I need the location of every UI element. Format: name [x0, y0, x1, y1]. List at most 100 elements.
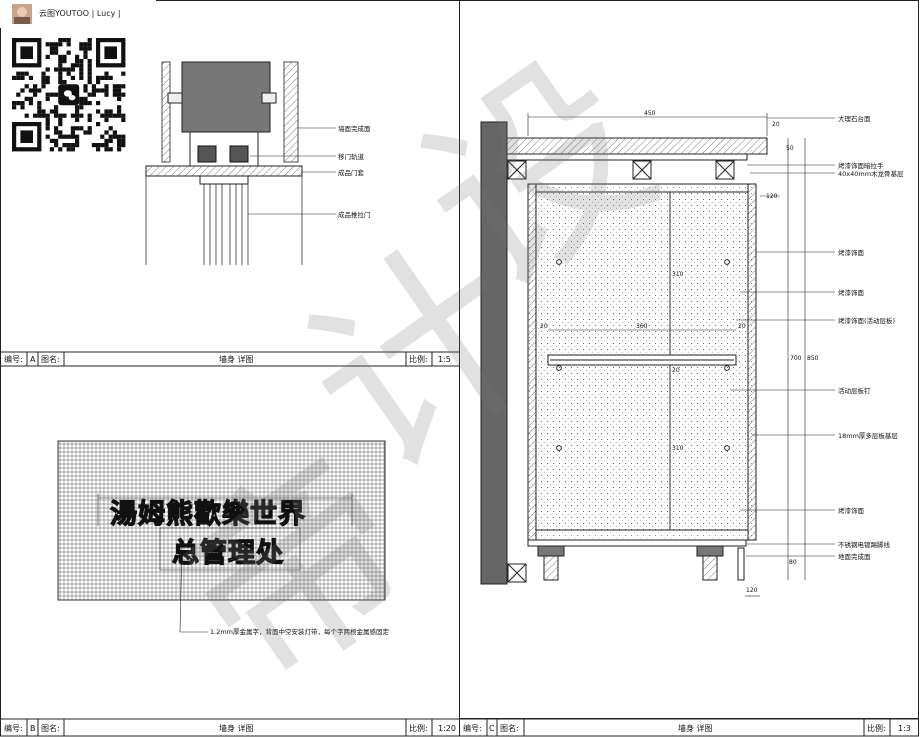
qr-module	[54, 46, 59, 51]
qr-module	[75, 59, 80, 64]
qr-module	[45, 96, 50, 101]
wechat-bubble-icon	[68, 94, 76, 101]
qr-module	[45, 80, 50, 85]
qr-module	[45, 113, 50, 118]
qr-module	[104, 117, 109, 122]
qr-module	[62, 80, 67, 85]
qr-module	[87, 101, 92, 106]
qr-module	[79, 67, 84, 72]
qr-module	[33, 88, 38, 93]
qr-module	[20, 105, 25, 110]
dim-top-width: 450	[644, 110, 656, 117]
qr-module	[104, 138, 109, 143]
qr-module	[58, 122, 63, 127]
qr-module	[91, 143, 96, 148]
label-paint-handle: 烤漆饰面暗拉手	[838, 161, 884, 170]
qr-module	[49, 42, 54, 47]
qr-module	[28, 75, 33, 80]
qr-module	[75, 63, 80, 68]
qr-module	[87, 42, 92, 47]
qr-finder	[20, 46, 33, 59]
qr-module	[54, 130, 59, 135]
label-wall-finish: 墙面完成面	[338, 124, 371, 133]
qr-module	[62, 54, 67, 59]
qr-module	[33, 92, 38, 97]
qr-module	[58, 75, 63, 80]
qr-module	[87, 67, 92, 72]
qr-module	[91, 84, 96, 89]
qr-module	[70, 63, 75, 68]
panel-a-scale-value: 1:5	[438, 355, 451, 364]
qr-module	[121, 134, 126, 139]
qr-module	[37, 101, 42, 106]
qr-module	[117, 147, 122, 152]
qr-module	[62, 143, 67, 148]
qr-module	[58, 117, 63, 122]
qr-module	[70, 113, 75, 118]
qr-module	[79, 63, 84, 68]
qr-module	[37, 88, 42, 93]
qr-module	[45, 42, 50, 47]
brand-avatar	[12, 4, 32, 24]
qr-module	[117, 92, 122, 97]
qr-module	[112, 88, 117, 93]
qr-module	[79, 75, 84, 80]
qr-module	[75, 109, 80, 114]
qr-module	[112, 113, 117, 118]
qr-module	[108, 113, 113, 118]
qr-module	[58, 42, 63, 47]
qr-module	[104, 147, 109, 152]
dim-top-20: 20	[772, 121, 780, 128]
qr-module	[41, 113, 46, 118]
qr-module	[87, 75, 92, 80]
qr-module	[54, 50, 59, 55]
dim-v-20: 20	[672, 367, 680, 374]
wechat-bubble-icon	[63, 90, 72, 97]
qr-module	[87, 46, 92, 51]
qr-module	[104, 130, 109, 135]
qr-module	[108, 109, 113, 114]
qr-module	[45, 134, 50, 139]
qr-module	[49, 46, 54, 51]
qr-module	[108, 147, 113, 152]
dim-20-left: 20	[540, 323, 548, 330]
label-floor: 地面完成面	[838, 552, 871, 561]
qr-module	[16, 101, 21, 106]
label-keel: 40x40mm木龙骨基层	[838, 169, 904, 178]
qr-module	[117, 143, 122, 148]
qr-module	[121, 143, 126, 148]
qr-module	[45, 54, 50, 59]
qr-module	[96, 75, 101, 80]
qr-module	[96, 80, 101, 85]
qr-module	[28, 88, 33, 93]
qr-module	[104, 113, 109, 118]
label-paint-3: 烤漆饰面	[838, 506, 865, 515]
dim-v-310-b: 310	[672, 445, 684, 452]
qr-module	[112, 130, 117, 135]
panel-a-name-label: 图名:	[41, 354, 60, 364]
qr-module	[12, 101, 17, 106]
panel-a-footer	[0, 351, 460, 367]
qr-code[interactable]	[10, 36, 130, 156]
label-paint-2: 烤漆饰面	[838, 288, 865, 297]
qr-module	[96, 147, 101, 152]
qr-module	[24, 84, 29, 89]
qr-module	[96, 101, 101, 106]
panel-b-name-value: 墙身 详图	[219, 723, 254, 733]
qr-module	[49, 50, 54, 55]
qr-module	[62, 134, 67, 139]
qr-module	[16, 75, 21, 80]
qr-module	[87, 59, 92, 64]
panel-b-scale-label: 比例:	[409, 723, 428, 733]
qr-module	[117, 134, 122, 139]
qr-module	[58, 134, 63, 139]
qr-module	[62, 67, 67, 72]
qr-module	[75, 117, 80, 122]
qr-module	[49, 138, 54, 143]
brand-text: 云图YOUTOO | Lucy |	[39, 9, 121, 18]
qr-module	[70, 134, 75, 139]
qr-module	[58, 54, 63, 59]
qr-module	[75, 143, 80, 148]
label-shelf-pin: 活动层板钉	[838, 386, 871, 395]
